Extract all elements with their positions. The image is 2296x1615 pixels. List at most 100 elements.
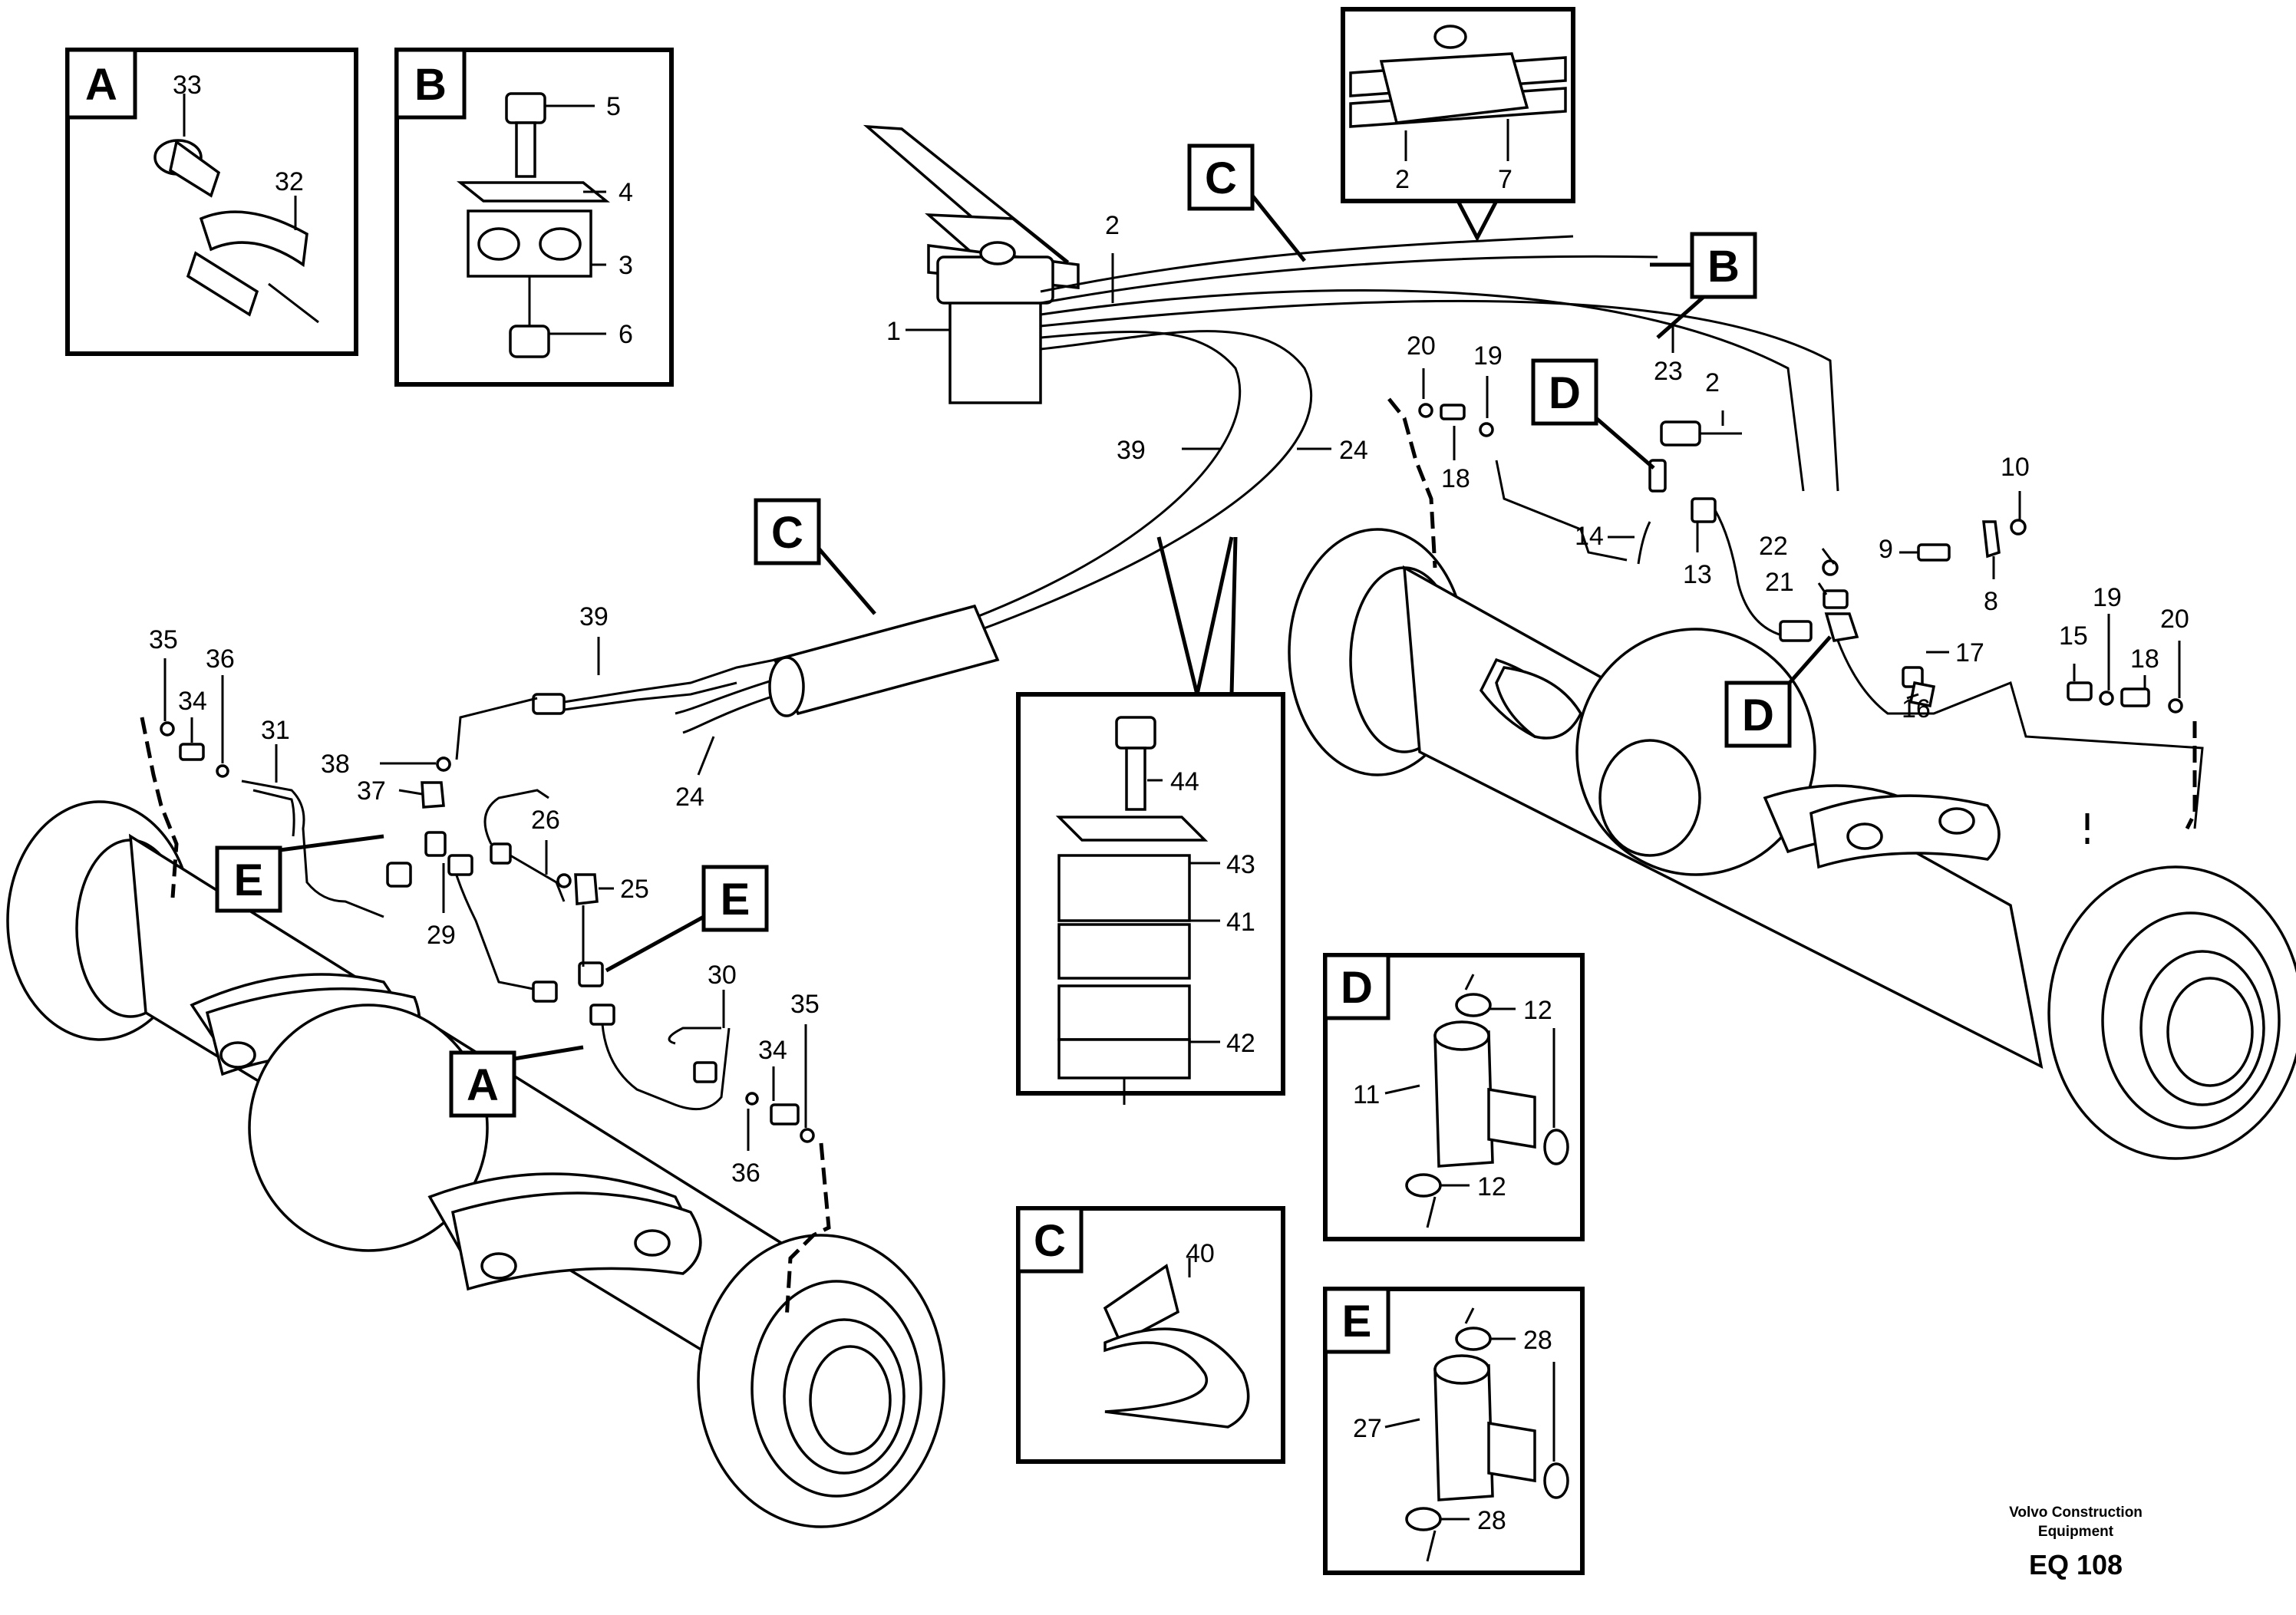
callout-41: 41 [1226,908,1255,937]
tee-fitting [1405,974,1569,1228]
callout-16: 16 [1902,694,1931,723]
callout-36-left: 36 [206,644,235,674]
callout-34-left-b: 34 [758,1036,787,1065]
callout-24-left: 24 [675,783,704,812]
svg-text:B: B [1707,242,1740,292]
label-box-b-right: B [1650,232,1757,339]
label-box-c-top: C [1187,143,1306,262]
clamp-bolt-part [153,139,308,317]
callout-18-right: 18 [1441,464,1470,493]
detail-box-d: D 12 11 12 [1323,953,1585,1241]
clamp-assembly-part [457,92,610,358]
rear-axle [1288,528,2296,1160]
callout-2-right: 2 [1705,368,1720,397]
callout-12-a: 12 [1523,996,1552,1025]
label-box-e-mid: E [605,865,769,973]
company-line-1: Volvo Construction [2009,1505,2143,1521]
callout-11: 11 [1353,1080,1380,1109]
callout-43: 43 [1226,850,1255,879]
tee-fitting-e [1405,1307,1569,1562]
callout-10: 10 [2001,453,2030,482]
callout-40: 40 [1186,1239,1215,1268]
callout-15: 15 [2059,621,2088,651]
detail-box-b: B 5 4 3 6 [394,48,674,387]
svg-text:E: E [234,855,264,905]
callout-17: 17 [1955,638,1984,667]
svg-text:D: D [1549,368,1581,418]
callout-6: 6 [619,320,633,349]
callout-39-top: 39 [1117,436,1146,465]
callout-33: 33 [173,71,202,100]
callout-35-left: 35 [149,625,178,654]
callout-25: 25 [620,875,649,904]
svg-text:D: D [1742,690,1774,740]
callout-30: 30 [708,961,737,990]
svg-text:C: C [1205,153,1237,203]
callout-20-right: 20 [1407,331,1436,361]
protective-sleeve [768,604,1000,717]
callout-13: 13 [1683,560,1712,589]
callout-8: 8 [1984,587,1998,616]
callout-1: 1 [886,317,901,346]
detail-letter-b: B [414,60,447,110]
callout-31: 31 [261,716,290,745]
callout-19-right: 19 [1473,341,1503,371]
brake-hoses: 2 39 24 23 [675,211,1839,734]
callout-23: 23 [1654,357,1683,386]
drawing-code: EQ 108 [2029,1549,2123,1580]
callout-12-b: 12 [1477,1172,1506,1201]
label-box-e-left: E [215,834,384,913]
company-line-2: Equipment [2038,1524,2114,1540]
callout-14: 14 [1575,522,1604,551]
callout-36-left-b: 36 [731,1159,760,1188]
callout-42: 42 [1226,1029,1255,1058]
svg-text:C: C [771,508,803,558]
callout-4: 4 [619,178,633,207]
callout-21: 21 [1765,568,1794,597]
callout-24-top: 24 [1339,436,1368,465]
footer-credit: Volvo Construction Equipment EQ 108 [2009,1505,2143,1580]
detail-letter-a: A [85,60,117,110]
callout-7: 7 [1498,165,1513,194]
front-axle-fittings: 35 34 36 31 38 37 39 24 26 25 29 30 34 3… [140,602,831,1320]
callout-39-left: 39 [579,602,609,631]
callout-32: 32 [275,167,304,196]
detail-box-c: C 40 [1016,1206,1285,1464]
svg-text:E: E [721,875,750,925]
detail-box-a: A 33 32 [65,48,358,356]
callout-34-left: 34 [178,687,207,716]
callout-9: 9 [1879,535,1893,564]
rear-axle-fittings: 20 19 18 14 13 2 22 21 9 8 10 17 16 15 1… [1387,331,2204,844]
callout-5: 5 [606,92,621,121]
detail-letter-e: E [1342,1297,1372,1346]
callout-29: 29 [427,921,456,950]
callout-44: 44 [1170,767,1199,796]
callout-26: 26 [531,806,560,835]
callout-28-a: 28 [1523,1326,1552,1355]
callout-37: 37 [357,776,386,806]
label-box-d-top: D [1531,358,1655,470]
callout-18-right-b: 18 [2130,644,2159,674]
svg-text:A: A [467,1060,499,1110]
callout-35-left-b: 35 [790,990,820,1019]
callout-38: 38 [321,750,350,779]
detail-clamp-stack: 44 43 41 42 [1016,692,1285,1105]
brake-pedal-valve: 1 [863,124,1080,404]
callout-19-right-b: 19 [2093,583,2122,612]
label-box-a-mid: A [449,1045,584,1118]
callout-2-top: 2 [1105,211,1120,240]
callout-20-right-b: 20 [2160,605,2189,634]
detail-letter-d: D [1341,963,1373,1013]
label-box-c-left: C [754,498,876,615]
callout-28-b: 28 [1477,1506,1506,1535]
callout-27: 27 [1353,1414,1382,1443]
callout-22: 22 [1759,532,1788,561]
front-axle [6,800,945,1528]
detail-box-e: E 28 27 28 [1323,1287,1585,1575]
pipe-clamp-detail: 2 7 [1341,7,1575,203]
detail-letter-c: C [1034,1216,1066,1266]
callout-3: 3 [619,251,633,280]
label-box-d-bottom: D [1724,635,1832,748]
callout-2-detail: 2 [1395,165,1410,194]
